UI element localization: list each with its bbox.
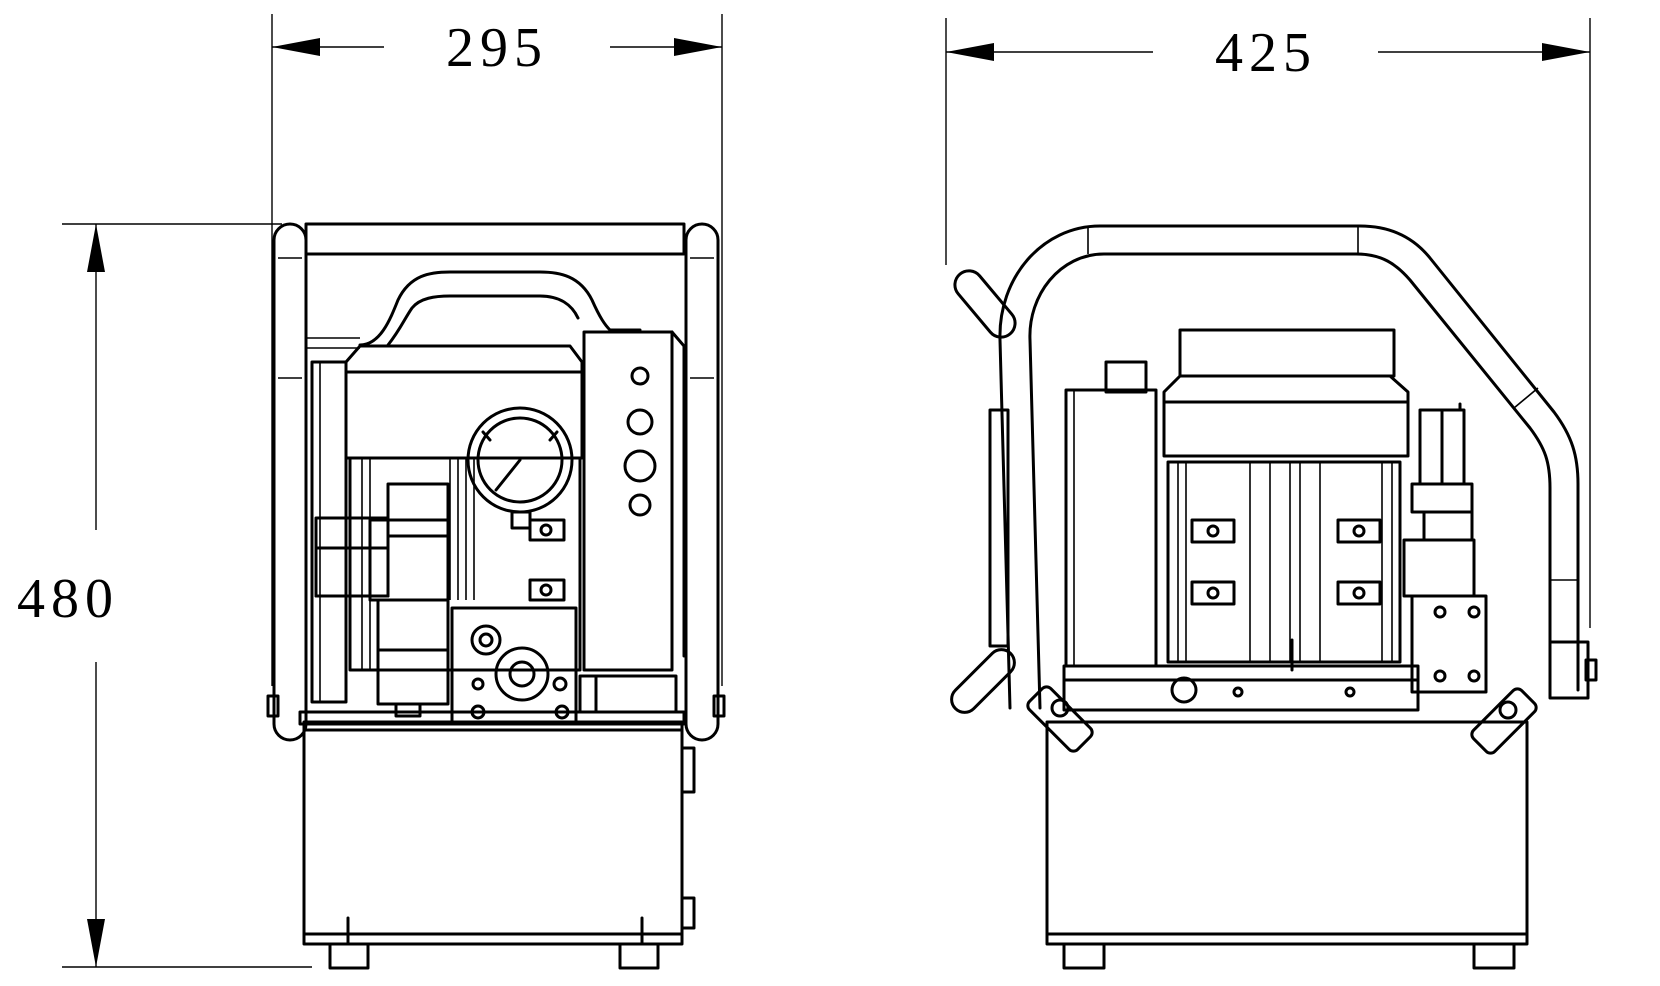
front-top-bar	[304, 222, 686, 256]
front-hose	[358, 270, 642, 347]
front-motor-cap	[344, 344, 584, 460]
dimension-side-width: 425	[945, 18, 1591, 628]
height-label: 480	[17, 568, 119, 630]
front-solenoid	[386, 482, 450, 538]
side-width-label: 425	[1215, 22, 1317, 84]
front-manifold	[450, 606, 578, 724]
side-view	[950, 224, 1598, 970]
front-width-label: 295	[446, 17, 548, 79]
front-tank	[302, 720, 684, 946]
dimension-front-width: 295	[271, 14, 723, 686]
side-frame	[998, 224, 1580, 710]
side-handle-foot-left	[1026, 685, 1094, 753]
side-motor-cap	[1162, 374, 1410, 458]
front-control-box	[582, 330, 674, 672]
front-view	[266, 222, 726, 970]
side-foot-left	[1062, 942, 1106, 970]
side-tank	[1045, 720, 1529, 946]
dimension-height: 480	[17, 223, 312, 968]
side-handle-top-left	[953, 269, 1017, 339]
side-foot-right	[1472, 942, 1516, 970]
front-foot-right	[618, 942, 660, 970]
front-foot-left	[328, 942, 370, 970]
front-handle-right	[684, 222, 720, 742]
front-handle-left	[272, 222, 308, 742]
side-handle-bottom-left	[950, 648, 1016, 714]
side-cover	[1064, 388, 1158, 668]
side-handle-foot-right	[1470, 687, 1538, 755]
